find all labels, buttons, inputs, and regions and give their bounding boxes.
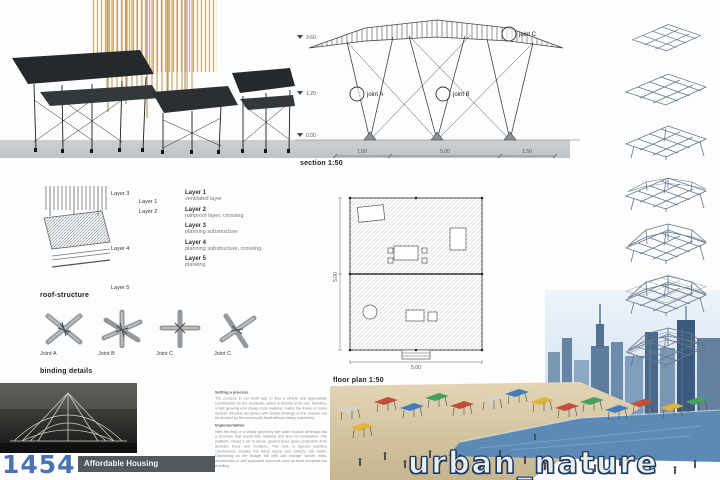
joint-c-label: joint C: [518, 32, 537, 38]
roof-label-4: Layer 4: [111, 246, 130, 252]
legend-item: Layer 3 planning substructure: [185, 223, 295, 236]
furniture: [356, 204, 467, 360]
process-text-block: Setting a process The process in our dra…: [215, 390, 327, 478]
water-streaks: [479, 425, 701, 451]
legend-item: Layer 1 ventilated layer: [185, 190, 295, 203]
floor-plan-drawing: 5.00 5.00: [333, 196, 484, 371]
stilt-houses-rendering: [12, 0, 295, 154]
legend-item: Layer 2 rainproof layer, crossing: [185, 207, 295, 220]
deck-left: [40, 85, 160, 106]
urban-waterfront-rendering: [330, 290, 720, 480]
section-drawing: joint A joint B joint C 3.60 1.20 0.00 1…: [295, 19, 580, 159]
joint-markers: joint A joint B joint C: [349, 26, 537, 102]
text-body-1: The process in our draft was to find a s…: [215, 396, 327, 421]
roof-structure-caption: roof-structure: [40, 292, 90, 299]
joint-c-photo: [159, 309, 201, 348]
dim-right: 1.50: [522, 149, 532, 155]
plan-dim-bottom: 5.00: [411, 365, 421, 371]
roof-right: [232, 68, 295, 93]
assembly-step-4: [625, 177, 707, 213]
legend-desc: planning substructure, crossing: [185, 245, 262, 252]
entry-steps: [402, 352, 430, 357]
elevation-ground: 0.00: [306, 133, 316, 139]
legend-item: Layer 4 planning substructure, crossing: [185, 240, 295, 253]
legend-name: Layer 2: [185, 206, 207, 213]
legend-desc: planking: [185, 262, 206, 269]
assembly-step-6: [625, 274, 707, 317]
roof-slab: [43, 210, 111, 250]
roof-label-5: Layer 5: [111, 285, 130, 291]
process-text-inner: Setting a process The process in our dra…: [215, 390, 327, 468]
section-caption: section 1:50: [300, 160, 343, 167]
text-heading-1: Setting a process: [215, 390, 249, 395]
roof-structure-diagram: [43, 186, 111, 268]
roof-layers-legend: Layer 1 ventilated layer Layer 2 rainpro…: [185, 190, 295, 273]
roof-middle: [152, 86, 238, 113]
roof-label-2: Layer 1: [139, 199, 158, 205]
legend-name: Layer 4: [185, 239, 207, 246]
foot-pedestals: [363, 131, 517, 141]
dim-mid: 5.00: [440, 149, 450, 155]
joint-a-label: joint A: [366, 92, 383, 98]
binding-joint-c-label: Joint C: [156, 351, 174, 357]
support-structure: [346, 34, 534, 141]
long-battens: [49, 186, 99, 216]
assembly-step-2: [625, 73, 707, 106]
binding-joint-a-label: Joint A: [40, 351, 57, 357]
project-title: urban_nature: [407, 445, 659, 480]
columns: [348, 196, 484, 352]
deck-right: [240, 95, 295, 110]
legend-name: Layer 5: [185, 256, 207, 263]
assembly-step-5: [625, 223, 707, 265]
bamboo-curtain-inner: [103, 0, 193, 96]
binding-details-caption: binding details: [40, 368, 93, 375]
dome-wireframe: [10, 392, 127, 442]
legend-name: Layer 3: [185, 223, 207, 230]
assembly-sequence: [616, 12, 714, 376]
joint-b-photo: [101, 309, 143, 348]
assembly-step-1: [632, 24, 701, 52]
roof-label-1: Layer 3: [111, 191, 130, 197]
footings: [34, 148, 290, 154]
binding-joint-c2-label: Joint C: [214, 351, 232, 357]
planking-line: [51, 259, 111, 268]
legend-desc: ventilated layer: [185, 196, 222, 202]
assembly-step-7: [625, 327, 707, 369]
category-label: Affordable Housing: [78, 456, 215, 472]
joint-b-label: joint B: [452, 92, 470, 98]
roof-label-3: Layer 2: [139, 209, 158, 215]
dim-left: 1.50: [357, 149, 367, 155]
text-body-2: With the help of a simple geometry the b…: [215, 429, 327, 468]
elevation-mid: 1.20: [306, 91, 316, 97]
plan-dim-left: 5.00: [333, 272, 339, 282]
elevation-markers: 3.60 1.20 0.00: [297, 35, 316, 139]
assembly-step-3: [625, 125, 707, 161]
legend-name: Layer 1: [185, 190, 207, 196]
legend-desc: planning substructure: [185, 229, 238, 236]
binding-joint-b-label: Joint B: [98, 351, 115, 357]
legend-desc: rainproof layer, crossing: [185, 212, 244, 219]
dimension-line: 1.50 5.00 1.50: [332, 149, 558, 159]
legend-item: Layer 5 planking: [185, 256, 295, 269]
joint-a-photo: [45, 313, 83, 345]
water: [448, 410, 720, 462]
ground-band: [0, 140, 570, 158]
substructure-lines: [51, 248, 111, 261]
joint-c2-photo: [219, 313, 257, 348]
entry-number: 1454: [2, 450, 76, 479]
roof-battens: [44, 186, 108, 210]
floor-plan-caption: floor plan 1:50: [333, 377, 384, 384]
plan-dimensions: 5.00 5.00: [333, 197, 483, 371]
roof-left: [12, 50, 154, 84]
text-heading-2: Implementation: [215, 423, 245, 428]
shoreline: [459, 409, 720, 443]
dome-sketch-photo: [0, 383, 137, 453]
elevation-top: 3.60: [306, 35, 316, 41]
roof-canopy: [308, 19, 564, 49]
